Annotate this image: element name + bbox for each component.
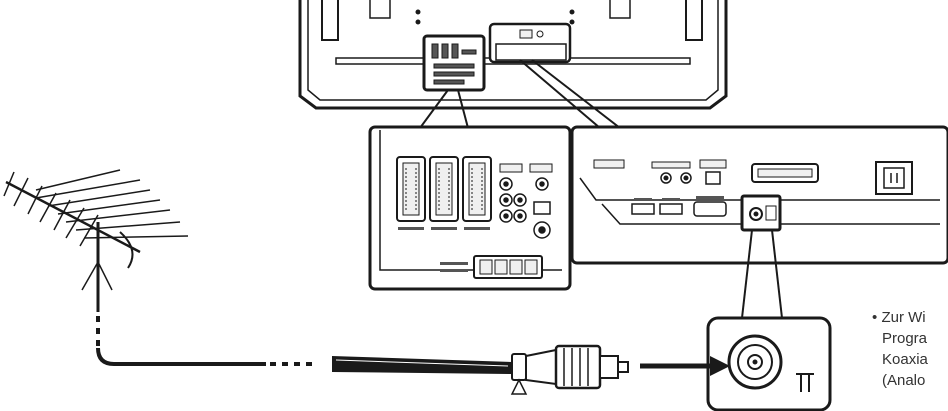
rca-jack-group (499, 163, 553, 239)
note-bullet: • (872, 309, 878, 326)
right-terminal-zoom-callout (570, 125, 948, 265)
antenna-jack-leader-lines (741, 229, 783, 319)
antenna-symbol-icon (796, 373, 814, 392)
note-line-3: Koaxia (882, 351, 928, 368)
zoom-leader-lines (419, 59, 621, 129)
roof-antenna-icon (3, 169, 189, 312)
antenna-jack-zoom-callout (706, 316, 832, 411)
tv-rear-panel (298, 0, 728, 110)
scart-socket-3 (462, 156, 492, 222)
scart-socket-1 (396, 156, 426, 222)
scart-socket-2 (429, 156, 459, 222)
note-line-4: (Analo (882, 372, 926, 389)
note-line-2: Progra (882, 330, 928, 347)
note-line-1: Zur Wi (881, 309, 926, 326)
coaxial-cable (96, 316, 512, 374)
speaker-terminal-strip (440, 255, 543, 279)
reception-note: • Zur Wi Progra Koaxia (Analo (872, 307, 948, 411)
coax-plug-connector (510, 344, 629, 395)
insert-direction-arrow (640, 356, 730, 376)
left-terminal-zoom-callout (368, 125, 572, 291)
coax-input-socket (727, 334, 783, 390)
